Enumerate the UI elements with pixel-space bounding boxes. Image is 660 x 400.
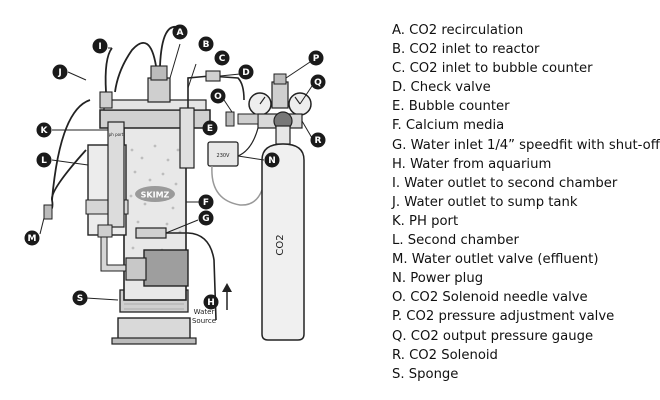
callout-B: B: [198, 36, 214, 52]
effluent-valve: [43, 204, 53, 220]
svg-text:A: A: [177, 28, 184, 38]
legend-item: Q. CO2 output pressure gauge: [392, 328, 594, 344]
callout-N: N: [264, 152, 280, 168]
svg-text:D: D: [242, 68, 249, 78]
svg-text:J: J: [57, 68, 61, 78]
pump: [143, 249, 189, 287]
callout-O: O: [210, 88, 226, 104]
svg-text:CO2: CO2: [275, 234, 286, 255]
svg-text:M: M: [28, 234, 37, 244]
callout-F: F: [198, 194, 214, 210]
svg-text:230V: 230V: [217, 153, 231, 159]
bubble-counter: [179, 107, 195, 169]
skimz-logo: SKIMZ: [135, 186, 175, 202]
legend-item: B. CO2 inlet to reactor: [392, 42, 540, 58]
callout-Q: Q: [310, 74, 326, 90]
legend-item: E. Bubble counter: [392, 99, 510, 115]
callout-M: M: [24, 230, 40, 246]
co2-inlet-tube: [114, 41, 157, 93]
callout-J: J: [52, 64, 68, 80]
callout-R: R: [310, 132, 326, 148]
svg-text:ph port: ph port: [109, 132, 124, 137]
svg-text:F: F: [203, 198, 209, 208]
regulator: [225, 73, 312, 131]
check-valve: [205, 70, 221, 82]
legend-item: K. PH port: [392, 213, 459, 229]
callout-L: L: [36, 152, 52, 168]
legend-item: A. CO2 recirculation: [392, 23, 524, 38]
ph-port: [107, 121, 125, 228]
legend-item: F. Calcium media: [392, 118, 505, 134]
svg-text:B: B: [203, 40, 210, 50]
legend-item: M. Water outlet valve (effluent): [392, 252, 599, 268]
legend-item: S. Sponge: [392, 366, 459, 382]
svg-text:SKIMZ: SKIMZ: [141, 191, 170, 200]
svg-text:E: E: [207, 124, 213, 134]
legend-list: A. CO2 recirculation B. CO2 inlet to rea…: [392, 21, 660, 384]
legend-item: I. Water outlet to second chamber: [392, 175, 618, 191]
legend-item: G. Water inlet 1/4” speedfit with shut-o…: [392, 137, 660, 153]
svg-text:R: R: [315, 136, 322, 146]
callout-P: P: [308, 50, 324, 66]
legend-item: P. CO2 pressure adjustment valve: [392, 309, 615, 325]
callout-S: S: [72, 290, 88, 306]
legend-item: N. Power plug: [392, 271, 484, 287]
svg-text:K: K: [41, 126, 49, 136]
svg-text:C: C: [219, 54, 226, 64]
svg-text:P: P: [313, 54, 320, 64]
callout-K: K: [36, 122, 52, 138]
svg-text:L: L: [41, 156, 47, 166]
legend-item: O. CO2 Solenoid needle valve: [392, 290, 588, 306]
callout-D: D: [238, 64, 254, 80]
power-plug: [207, 141, 239, 167]
reactor-diagram: SKIMZ ph port Water Source: [24, 24, 326, 345]
svg-text:Water: Water: [194, 308, 215, 316]
svg-text:Source: Source: [192, 317, 216, 325]
co2-tank: CO2: [261, 125, 305, 341]
svg-text:Q: Q: [314, 78, 322, 88]
svg-text:H: H: [207, 298, 215, 308]
reactor-foot: [111, 337, 197, 345]
callout-C: C: [214, 50, 230, 66]
legend-item: C. CO2 inlet to bubble counter: [392, 61, 593, 77]
outlet-second-chamber-tube: [104, 47, 113, 93]
svg-text:I: I: [98, 42, 101, 52]
callout-A: A: [172, 24, 188, 40]
legend-item: J. Water outlet to sump tank: [392, 194, 578, 210]
legend-item: H. Water from aquarium: [392, 156, 552, 172]
callout-G: G: [198, 210, 214, 226]
legend-item: L. Second chamber: [392, 233, 519, 249]
svg-text:N: N: [268, 156, 276, 166]
callout-H: H: [203, 294, 219, 310]
legend-item: D. Check valve: [392, 80, 491, 96]
svg-text:O: O: [214, 92, 222, 102]
svg-text:S: S: [77, 294, 83, 304]
callout-E: E: [202, 120, 218, 136]
svg-text:G: G: [202, 214, 209, 224]
legend-item: R. CO2 Solenoid: [392, 347, 498, 363]
water-inlet-valve: [135, 227, 167, 239]
callout-I: I: [92, 38, 108, 54]
